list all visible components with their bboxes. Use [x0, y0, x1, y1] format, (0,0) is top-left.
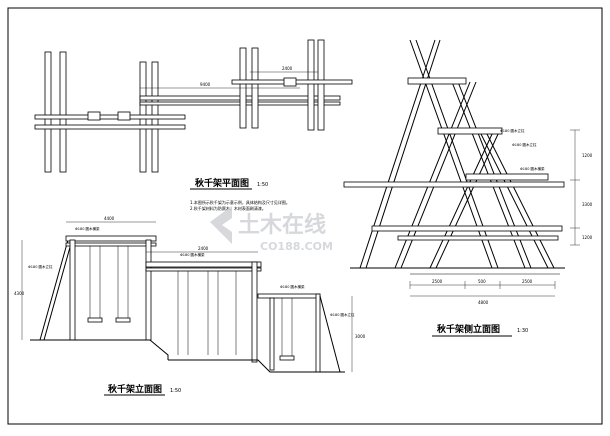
side-dim-base-left: 2500: [432, 279, 443, 284]
side-dim-base-mid: 500: [478, 279, 486, 284]
plan-seat: [117, 111, 131, 121]
front-post: [69, 239, 76, 341]
brace: [319, 295, 341, 373]
side-dim-h2: 3300: [582, 202, 593, 207]
side-label-post-top: Φ180 圆木立柱: [500, 128, 525, 133]
watermark: 土木在线 CO188.COM: [210, 206, 333, 253]
front-dim-mid: 2400: [198, 246, 209, 251]
brace: [43, 239, 73, 341]
plan-post: [307, 39, 315, 131]
plan-view: 9400 2400 秋千架平面图 1:50 1.本图所示秋千架为示意示例，具体结…: [34, 39, 353, 211]
plan-beam: [34, 124, 186, 130]
watermark-url: CO188.COM: [260, 240, 333, 253]
side-dim-base-right: 2500: [522, 279, 533, 284]
front-label-post-left: Φ180 圆木立柱: [28, 264, 53, 269]
ground-line: [168, 359, 275, 373]
plan-scale: 1:50: [257, 182, 268, 188]
a-frame-leg: [415, 39, 499, 269]
a-frame-leg: [429, 131, 494, 269]
side-beam: [397, 235, 559, 241]
side-beam: [407, 77, 467, 85]
plan-beam: [34, 114, 186, 120]
front-beam: [145, 261, 262, 268]
note-line: 2.秋千架材料为防腐木，木材表面刷清漆。: [190, 205, 266, 211]
ground-line: [30, 339, 169, 360]
a-frame-leg: [479, 131, 549, 269]
a-frame-leg: [435, 131, 500, 269]
side-label-post-mid: Φ180 圆木立柱: [512, 142, 537, 147]
front-elevation: Φ180 圆木横梁 Φ180 圆木立柱 4400 4300 Φ180 圆木横梁 …: [14, 216, 366, 396]
watermark-brand: 土木在线: [238, 212, 326, 238]
front-beam: [65, 235, 157, 242]
front-beam: [145, 267, 262, 272]
front-post: [269, 297, 275, 371]
side-beam: [343, 181, 565, 188]
plan-seat: [283, 77, 297, 87]
plan-post: [317, 39, 325, 131]
side-dim-h1: 1200: [582, 153, 593, 158]
plan-dim-right: 2400: [282, 66, 293, 71]
plan-title: 秋千架平面图: [194, 177, 249, 189]
swing-seat: [279, 355, 295, 361]
a-frame-leg: [409, 39, 493, 269]
side-label-beam: Φ180 圆木横梁: [520, 166, 545, 171]
front-dim-right-height: 3000: [355, 334, 366, 339]
plan-dim-overall: 9400: [200, 82, 211, 87]
front-label-beam-mid: Φ180 圆木横梁: [180, 252, 205, 257]
front-beam: [65, 242, 157, 247]
side-dim-base-total: 4800: [478, 300, 489, 305]
side-beam: [371, 225, 563, 232]
front-label-beam-right: Φ180 圆木横梁: [280, 284, 305, 289]
side-scale: 1:30: [517, 328, 528, 334]
front-beam: [257, 293, 321, 299]
side-title: 秋千架侧立面图: [436, 323, 500, 335]
watermark-logo: [210, 206, 232, 244]
a-frame-leg: [365, 39, 441, 269]
front-dim-left: 4400: [104, 216, 115, 221]
front-post: [145, 239, 152, 341]
side-dim-h3: 1200: [582, 235, 593, 240]
a-frame-leg: [485, 131, 555, 269]
side-beam: [437, 127, 503, 135]
front-label-post-right: Φ180 圆木立柱: [330, 312, 355, 317]
front-label-beam-left: Φ180 圆木横梁: [75, 226, 100, 231]
swing-seat: [115, 317, 131, 323]
note-line: 1.本图所示秋千架为示意示例，具体结构及尺寸见详图。: [190, 199, 290, 205]
front-dim-height: 4300: [14, 291, 25, 296]
plan-post: [59, 51, 67, 173]
front-title: 秋千架立面图: [107, 383, 162, 395]
sheet-border: [7, 7, 603, 425]
front-post: [251, 261, 258, 363]
brace: [39, 239, 69, 341]
side-beam: [465, 173, 549, 181]
front-scale: 1:50: [170, 388, 181, 394]
plan-seat: [87, 111, 101, 121]
plan-post: [44, 51, 52, 173]
side-elevation: Φ180 圆木立柱 Φ180 圆木立柱 Φ180 圆木横梁 1200 3300 …: [343, 39, 593, 337]
front-post: [315, 293, 321, 373]
general-note: 1.本图所示秋千架为示意示例，具体结构及尺寸见详图。 2.秋千架材料为防腐木，木…: [190, 199, 291, 211]
swing-seat: [87, 317, 103, 323]
a-frame-leg: [359, 39, 436, 269]
